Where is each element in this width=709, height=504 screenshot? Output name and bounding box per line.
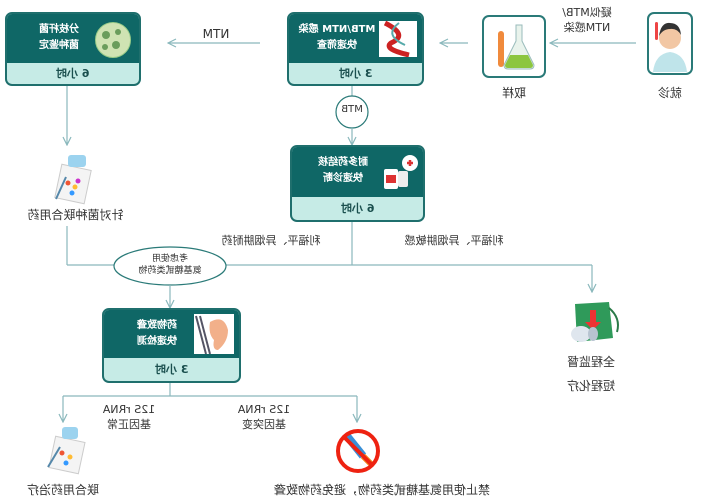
- mdr-title-line2: 快速诊断: [323, 173, 363, 184]
- normal-line2: 基因正常: [107, 418, 151, 431]
- ntm-label: NTM: [202, 27, 230, 41]
- species-title: 分枝杆菌 菌种鉴定: [27, 22, 91, 54]
- deafness-title-line1: 药物致聋: [137, 320, 177, 331]
- mdr-title-line1: 耐多药结核: [318, 157, 368, 168]
- dna-icon: [379, 20, 417, 58]
- screening-title-line1: MTB/NTM 感染: [298, 24, 376, 35]
- supervise-line2: 短程化疗: [567, 379, 616, 393]
- screening-title: MTB/NTM 感染 快速筛查: [295, 22, 379, 54]
- pills-icon: [48, 153, 96, 205]
- deafness-box: 药物致聋 快速检测 3 小时: [102, 308, 241, 383]
- bacteria-icon: [95, 22, 131, 58]
- deafness-title-line2: 快速检测: [137, 336, 177, 347]
- suspect-line1: 疑似MTB/: [562, 6, 612, 19]
- species-time: 6 小时: [56, 66, 90, 80]
- deafness-time: 3 小时: [154, 362, 189, 376]
- screening-title-line2: 快速筛查: [317, 40, 357, 51]
- species-title-line2: 菌种鉴定: [39, 40, 79, 51]
- mdr-title: 耐多药结核 快速诊断: [306, 155, 380, 187]
- supervise-line1: 全程监督: [567, 355, 616, 369]
- sample-label: 取样: [502, 86, 527, 100]
- mutant-line2: 基因突变: [242, 418, 286, 431]
- mutant-line1: 12S rRNA: [237, 403, 291, 416]
- consider-label: 考虑使用 氨基糖甙类药物: [120, 253, 220, 277]
- normal-label: 12S rRNA 基因正常: [98, 402, 160, 432]
- mutant-label: 12S rRNA 基因突变: [233, 402, 295, 432]
- combo-label: 联合用药治疗: [27, 483, 100, 497]
- supervise-label: 全程监督 短程化疗: [560, 350, 622, 398]
- medicine-bottle-icon: [380, 153, 420, 193]
- suspect-label: 疑似MTB/ NTM感染: [560, 5, 614, 35]
- forbid-label: 禁止使用氨基糖甙类药物，避免药物致聋: [274, 483, 491, 497]
- sensitive-label: 利福平、异烟肼敏感: [404, 234, 504, 247]
- screening-box: MTB/NTM 感染 快速筛查 3 小时: [287, 12, 424, 86]
- mdr-time: 6 小时: [340, 201, 375, 215]
- flask-icon: [482, 15, 546, 78]
- patient-icon: [647, 12, 693, 75]
- resistant-label: 利福平、异烟肼耐药: [221, 234, 321, 247]
- screening-time: 3 小时: [338, 66, 373, 80]
- consider-line1: 考虑使用: [152, 254, 189, 264]
- mdr-box: 耐多药结核 快速诊断 6 小时: [290, 145, 425, 222]
- consider-line2: 氨基糖甙类药物: [138, 266, 202, 276]
- medical-bag-icon: [565, 298, 625, 350]
- species-box: 分枝杆菌 菌种鉴定 6 小时: [5, 12, 141, 86]
- ear-icon: [194, 314, 234, 355]
- suspect-line2: NTM感染: [563, 21, 611, 34]
- no-syringe-icon: [333, 426, 383, 478]
- pills-icon-bottom: [40, 425, 90, 475]
- patient-label: 就诊: [658, 86, 683, 100]
- species-drug-label: 针对菌种联合用药: [27, 208, 124, 222]
- normal-line1: 12S rRNA: [102, 403, 156, 416]
- species-title-line1: 分枝杆菌: [39, 24, 79, 35]
- deafness-title: 药物致聋 快速检测: [124, 318, 190, 350]
- mtb-label: MTB: [341, 104, 363, 115]
